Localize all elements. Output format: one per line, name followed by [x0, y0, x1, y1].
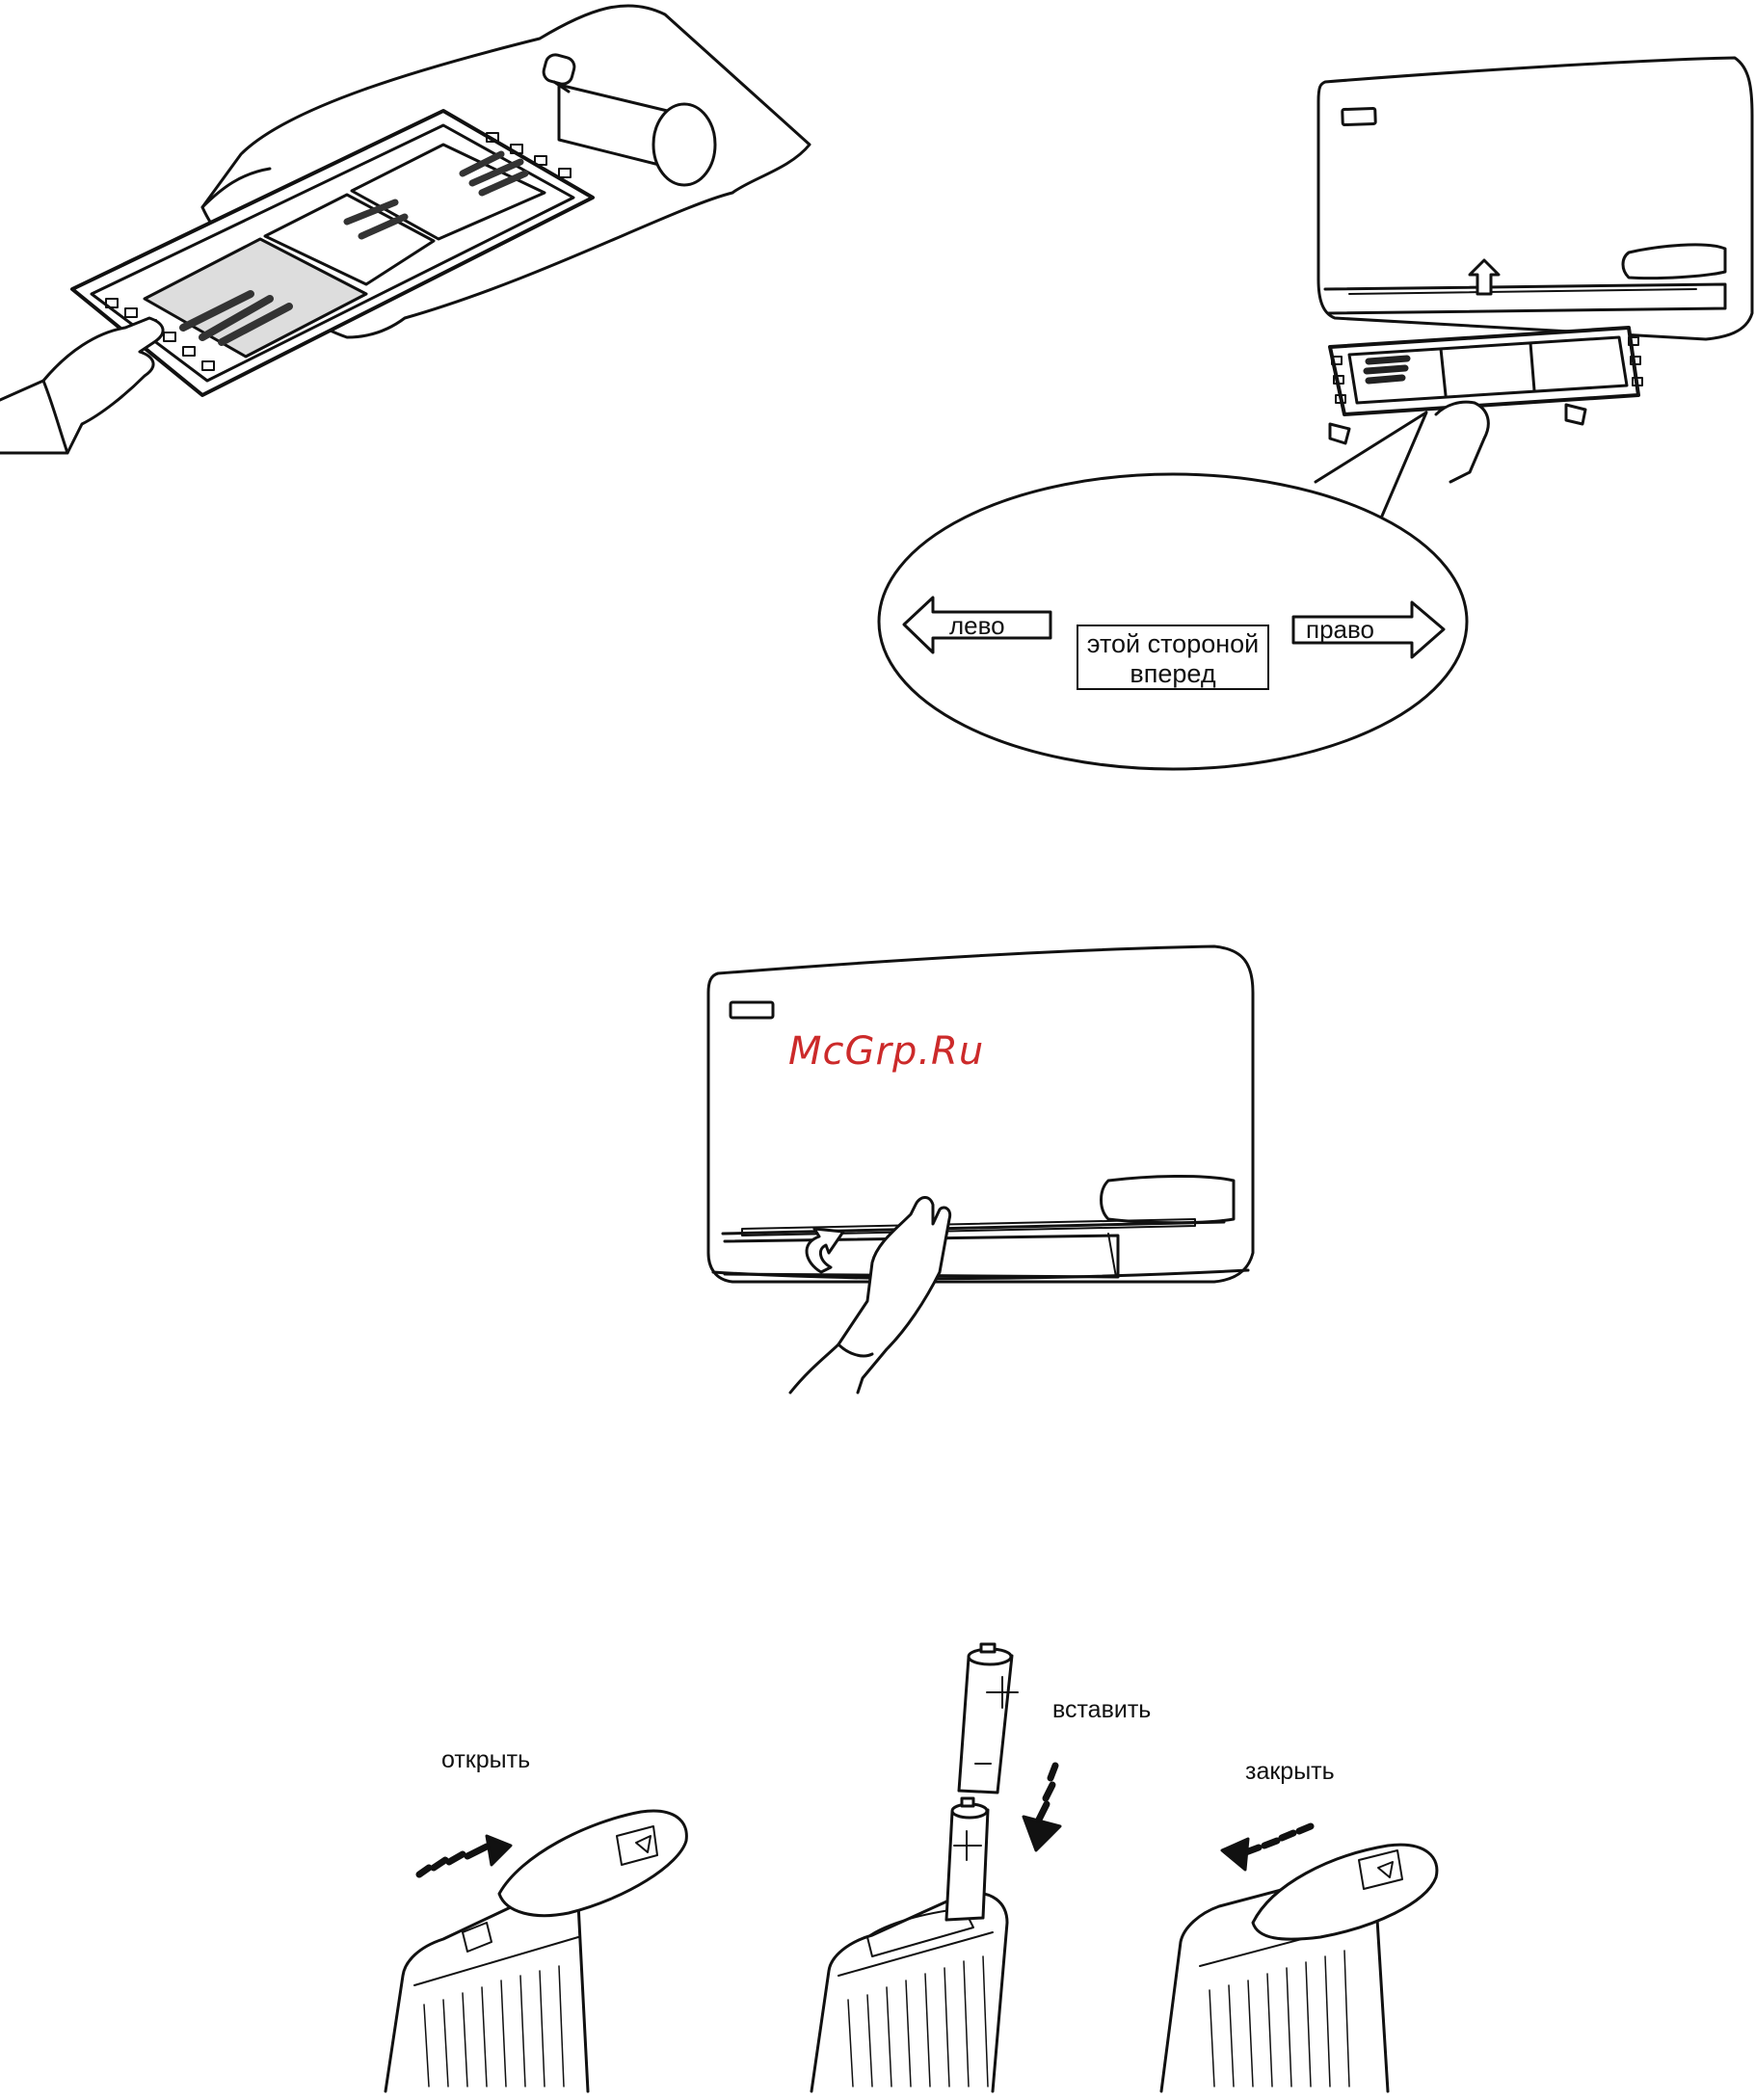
open-label: открыть [441, 1746, 530, 1774]
center-line-1: этой стороной [1078, 629, 1267, 659]
battery-icon [946, 1798, 988, 1920]
battery-icon [959, 1644, 1018, 1793]
close-label: закрыть [1245, 1758, 1335, 1786]
battery-insert-figure [811, 1644, 1060, 2091]
filter-cleaning-figure [0, 6, 810, 453]
slide-right-arrow-icon [419, 1847, 487, 1874]
remote-close-figure [1161, 1826, 1437, 2091]
filter-frame-icon [72, 111, 593, 395]
insert-label: вставить [1052, 1696, 1151, 1724]
right-label: право [1306, 615, 1374, 645]
remote-open-figure [386, 1811, 686, 2091]
remote-control-icon [811, 1893, 1007, 2091]
indoor-unit-icon [1318, 58, 1752, 339]
vacuum-nozzle-icon [542, 53, 715, 185]
remote-control-icon [386, 1887, 588, 2091]
watermark: McGrp.Ru [788, 1029, 984, 1074]
slide-left-arrow-icon [1243, 1826, 1311, 1853]
filter-insert-figure [1316, 58, 1752, 520]
hand-icon [0, 318, 163, 453]
center-line-2: вперед [1078, 659, 1267, 689]
insert-arrow-icon [1039, 1766, 1055, 1820]
this-side-forward-box: этой стороной вперед [1077, 625, 1269, 690]
panel-close-figure [708, 946, 1253, 1393]
left-label: лево [949, 611, 1005, 641]
